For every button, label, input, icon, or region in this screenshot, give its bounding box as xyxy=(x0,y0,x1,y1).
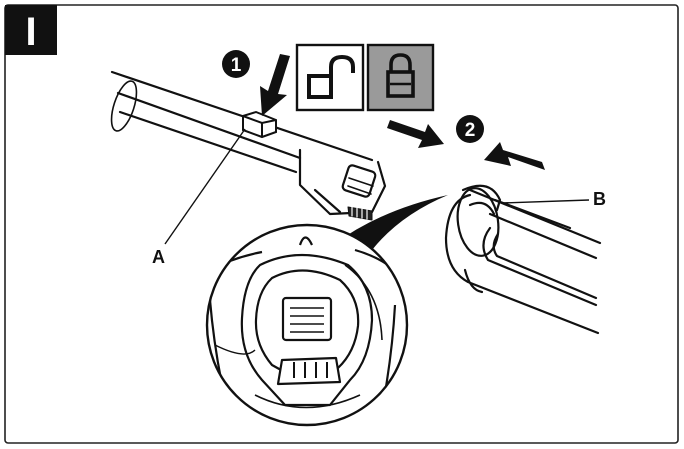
push-arrow-right xyxy=(484,142,545,170)
press-arrow xyxy=(260,54,290,116)
detail-magnifier xyxy=(205,223,409,427)
label-a: A xyxy=(152,247,165,267)
step-badge-label: I xyxy=(25,10,36,54)
step-badge: I xyxy=(5,5,57,55)
push-arrow-left xyxy=(387,120,444,148)
zoom-pointer xyxy=(333,195,448,250)
leader-line-a xyxy=(164,128,246,245)
unlock-icon xyxy=(295,43,365,112)
tube-assembly xyxy=(110,70,387,221)
leader-line-b xyxy=(501,199,590,204)
step-2-marker: 2 xyxy=(456,115,484,143)
blower-tube xyxy=(444,184,602,335)
label-b: B xyxy=(593,189,606,209)
step-1-number: 1 xyxy=(231,55,242,76)
lock-icon xyxy=(366,43,435,112)
step-2-number: 2 xyxy=(465,120,476,141)
step-1-marker: 1 xyxy=(222,50,250,78)
lock-button-a xyxy=(242,110,277,139)
diagram-frame xyxy=(4,4,679,444)
